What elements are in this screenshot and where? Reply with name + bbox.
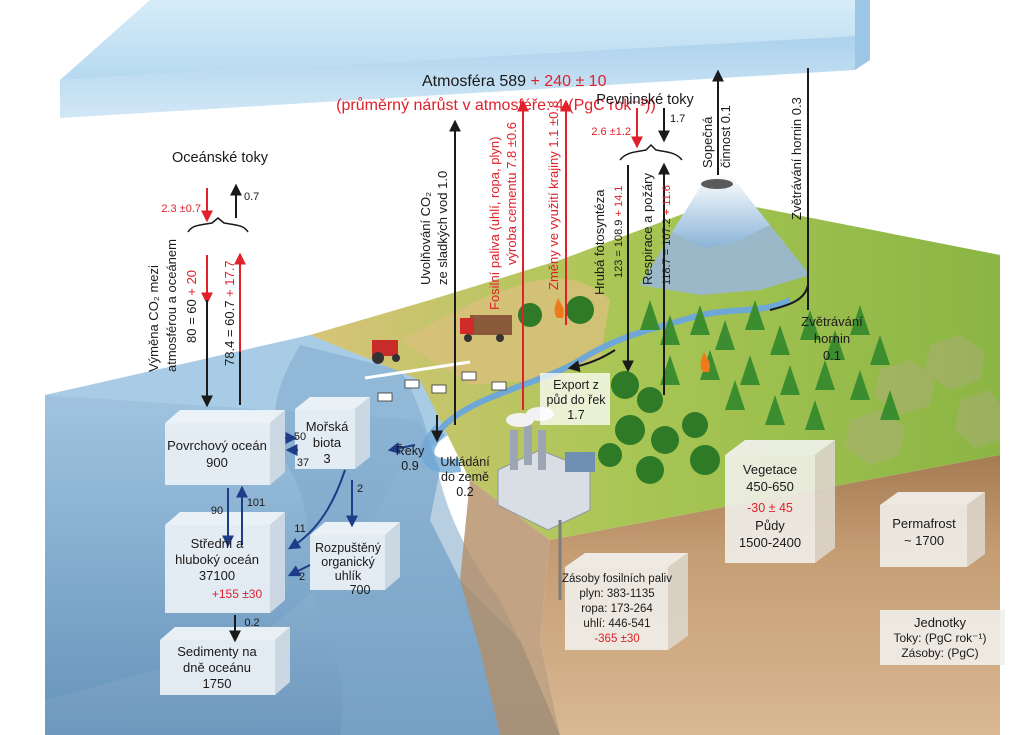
- doc-label-1: Rozpuštěný: [315, 541, 382, 555]
- deep-ocean-change: +155 ±30: [212, 587, 263, 601]
- respiration-label-1: Respirace a požáry: [640, 173, 655, 285]
- freshwater-label-2: ze sladkých vod 1.0: [435, 171, 450, 285]
- flux-50: 50: [294, 431, 306, 443]
- permafrost-box: [880, 492, 985, 567]
- rivers-label-1: Řeky: [396, 443, 425, 458]
- vegetation-change: -30 ± 45: [747, 501, 793, 515]
- land-stock-boxes: [565, 440, 1005, 665]
- flux-101: 101: [247, 497, 265, 509]
- flux-11: 11: [294, 523, 305, 535]
- exchange-up-value: 78.4 = 60.7 + 17.7: [222, 260, 237, 366]
- fossil-reserves-oil: ropa: 173-264: [581, 603, 653, 615]
- deep-ocean-value: 37100: [199, 568, 235, 583]
- flux-arrows: [187, 68, 809, 643]
- flux-0-2-sediment: 0.2: [244, 617, 259, 629]
- fossil-reserves-box: [565, 553, 688, 650]
- weathering-top-label: Zvětrávání hornin 0.3: [789, 97, 804, 220]
- sediments-value: 1750: [203, 676, 232, 691]
- deep-ocean-label-2: hluboký oceán: [175, 552, 259, 567]
- river: [437, 297, 792, 433]
- land-fluxes-title: Pevninské toky: [596, 92, 694, 108]
- respiration-label-2: 118.7 = 107.2 + 11.6: [661, 185, 673, 285]
- sediments-box: [160, 627, 290, 695]
- flux-37: 37: [297, 457, 309, 469]
- permafrost-value: ~ 1700: [904, 533, 944, 548]
- units-box: [880, 610, 1005, 665]
- atmosphere-subtitle: (průměrný nárůst v atmosféře: 4 (PgC rok…: [336, 96, 656, 114]
- surface-ocean-value: 900: [206, 455, 228, 470]
- photosynthesis-label-2: 123 = 108.9 + 14.1: [613, 186, 625, 278]
- export-label-3: 1.7: [567, 408, 584, 422]
- ocean-flux-up: 0.7: [244, 191, 259, 203]
- flux-2-doc-deep: 2: [299, 571, 305, 583]
- forest: [518, 296, 900, 484]
- landuse-label: Změny ve využití krajiny 1.1 ±0.8: [546, 101, 561, 290]
- volcanic-label-2: činnost 0.1: [718, 105, 733, 168]
- doc-label-2: organický: [321, 555, 375, 569]
- land-flux-up: 1.7: [670, 113, 685, 125]
- units-title: Jednotky: [914, 615, 967, 630]
- weathering-label-3: 0.1: [823, 348, 841, 363]
- doc-box: [310, 522, 400, 590]
- burial-label-1: Ukládání: [440, 455, 490, 469]
- ocean-flux-down: 2.3 ±0.7: [161, 203, 201, 215]
- soils-value: 1500-2400: [739, 535, 801, 550]
- weathering-label-2: hornin: [814, 331, 850, 346]
- soils-label: Půdy: [755, 518, 785, 533]
- ocean-stock-boxes: [160, 397, 400, 695]
- units-fluxes: Toky: (PgC rok⁻¹): [893, 631, 986, 645]
- exchange-down-value: 80 = 60 + 20: [184, 270, 199, 343]
- surface-ocean-box: [165, 410, 285, 485]
- truck-icon: [460, 315, 512, 342]
- cattle-icon: [377, 371, 507, 402]
- fossil-reserves-coal: uhlí: 446-541: [583, 618, 650, 630]
- sediments-label-2: dně oceánu: [183, 660, 251, 675]
- atmosphere-slab: [60, 0, 870, 118]
- tractor-icon: [372, 340, 400, 364]
- surface-ocean-label: Povrchový oceán: [167, 438, 267, 453]
- exchange-label-2: atmosférou a oceánem: [164, 239, 179, 372]
- deep-ocean-label-1: Střední a: [191, 536, 245, 551]
- atmosphere-title: Atmosféra 589 + 240 ± 10: [422, 73, 607, 90]
- sediments-label-1: Sedimenty na: [177, 644, 257, 659]
- exchange-label-1: Výměna CO₂ mezi: [146, 265, 161, 372]
- freshwater-label-1: Uvolňování CO₂: [418, 192, 433, 285]
- units-stocks: Zásoby: (PgC): [901, 646, 978, 660]
- burial-label-2: do země: [441, 470, 489, 484]
- deep-ocean-box: [165, 512, 285, 613]
- burial-label-3: 0.2: [456, 485, 473, 499]
- ocean-fluxes-title: Oceánské toky: [172, 150, 269, 166]
- flux-2-biota-doc: 2: [357, 483, 363, 495]
- volcano: [640, 175, 810, 295]
- fossil-label-2: výroba cementu 7.8 ±0.6: [504, 122, 519, 265]
- fire-icon: [554, 298, 710, 372]
- marine-biota-value: 3: [323, 451, 330, 466]
- marine-biota-label-2: biota: [313, 435, 342, 450]
- flux-90: 90: [211, 505, 223, 517]
- permafrost-hex-pattern: [845, 335, 1000, 465]
- marine-biota-label-1: Mořská: [306, 419, 349, 434]
- land-flux-down: 2.6 ±1.2: [591, 126, 631, 138]
- doc-value: 700: [350, 583, 371, 597]
- rivers-label-2: 0.9: [401, 459, 418, 473]
- doc-label-3: uhlík: [335, 569, 362, 583]
- fossil-label-1: Fosilní paliva (uhlí, ropa, plyn): [487, 137, 502, 310]
- vegetation-label: Vegetace: [743, 462, 797, 477]
- photosynthesis-label-1: Hrubá fotosyntéza: [592, 189, 607, 295]
- fossil-reserves-title: Zásoby fosilních paliv: [562, 573, 672, 585]
- permafrost-label: Permafrost: [892, 516, 956, 531]
- export-label-1: Export z: [553, 378, 599, 392]
- fossil-reserves-change: -365 ±30: [594, 633, 639, 645]
- export-label-2: půd do řek: [546, 393, 606, 407]
- vegetation-soils-box: [725, 440, 835, 563]
- fossil-reserves-gas: plyn: 383-1135: [579, 588, 654, 600]
- marine-biota-box: [295, 397, 370, 469]
- volcanic-label-1: Sopečná: [700, 116, 715, 168]
- vegetation-value: 450-650: [746, 479, 794, 494]
- weathering-label-1: Zvětrávání: [801, 314, 863, 329]
